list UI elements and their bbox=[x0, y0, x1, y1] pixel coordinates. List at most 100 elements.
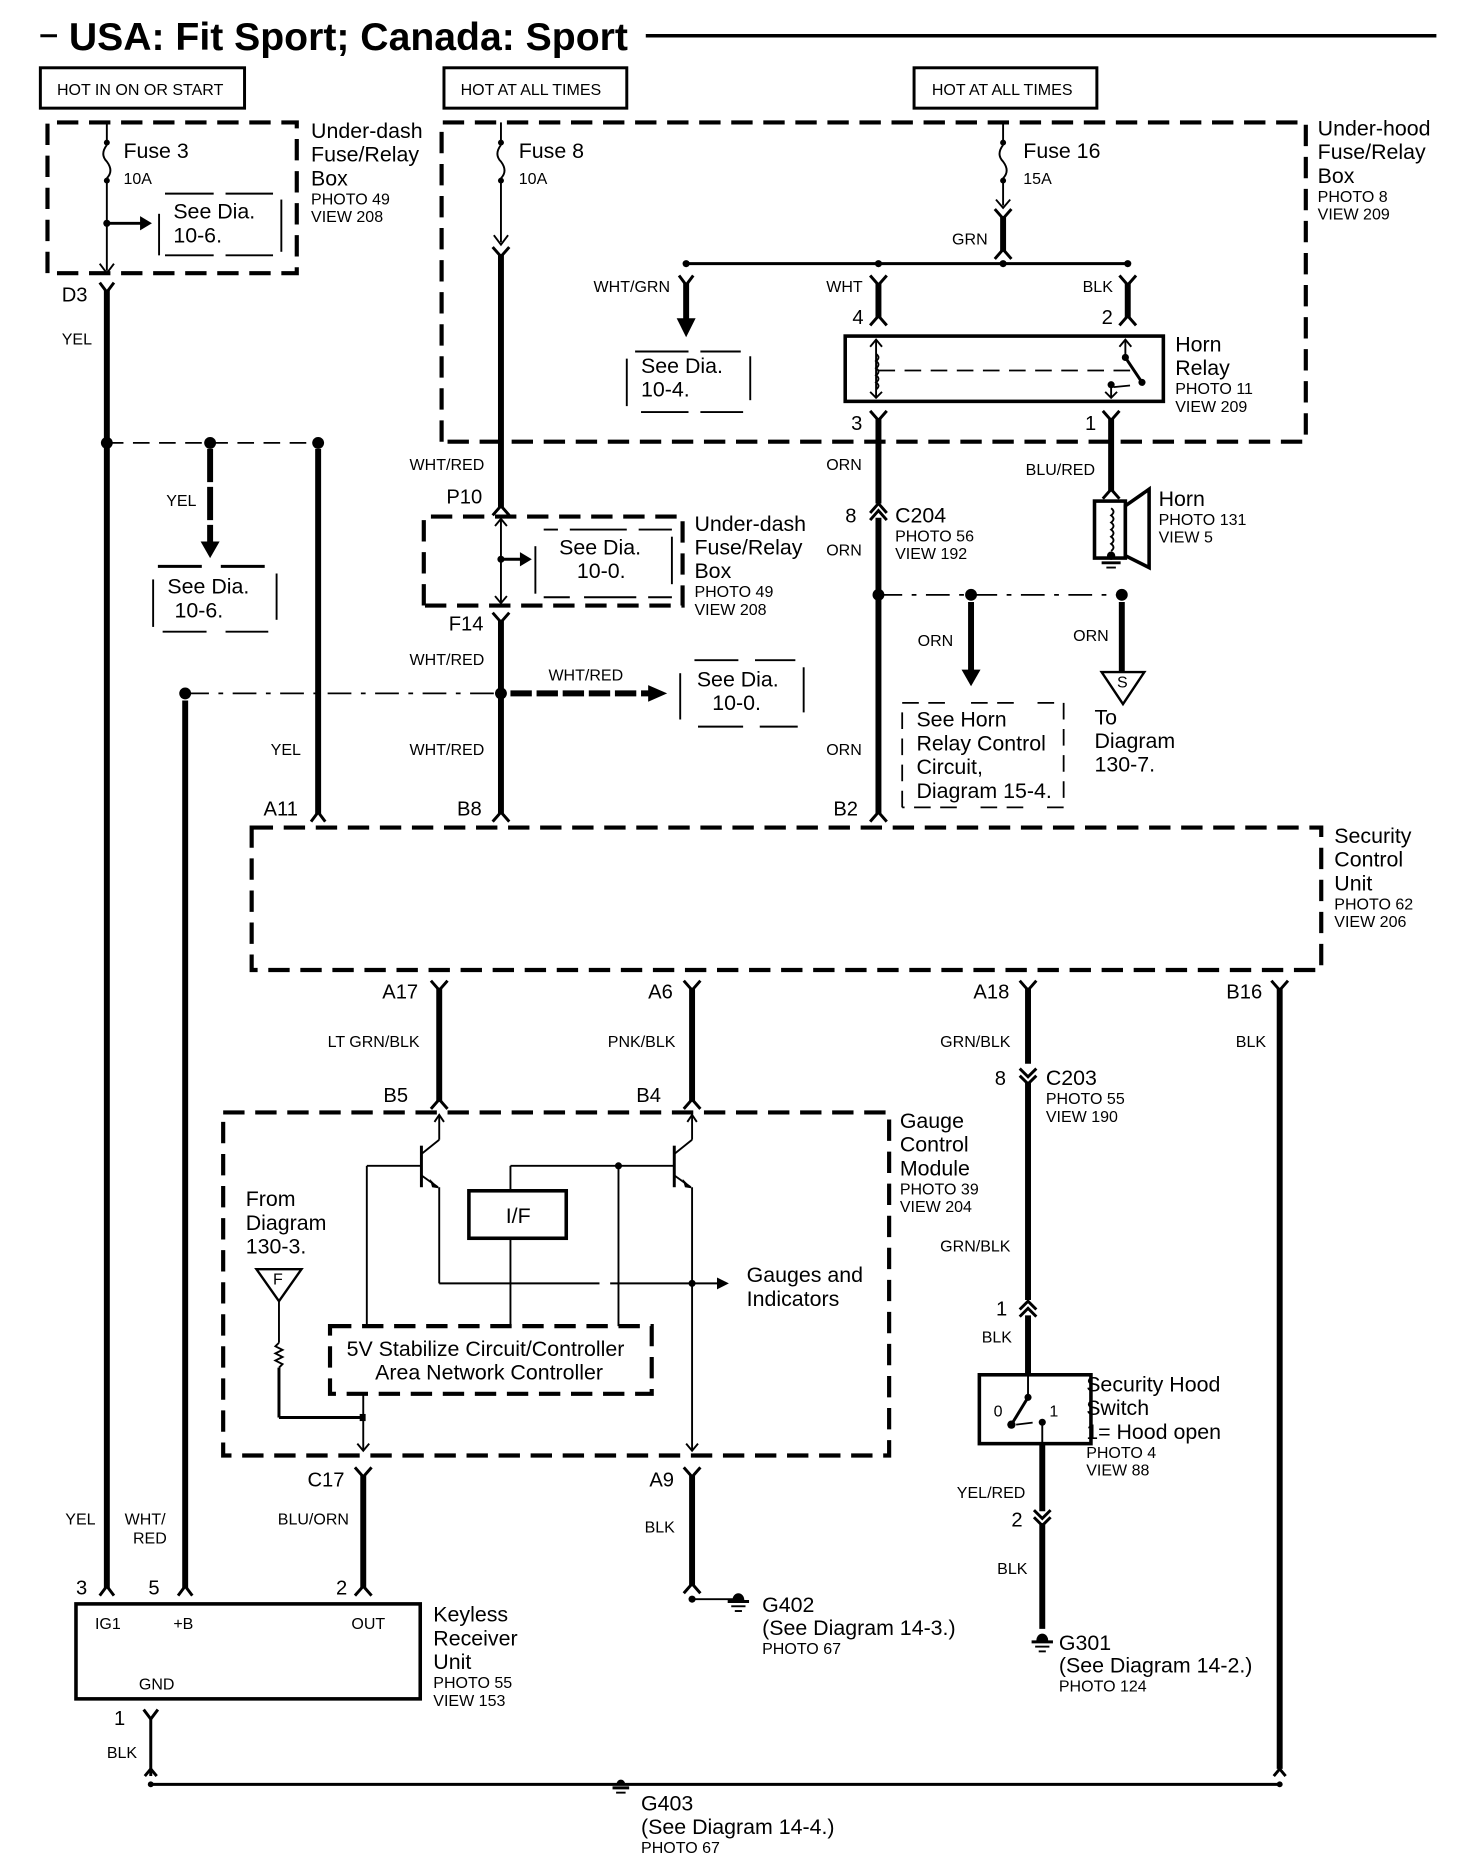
svg-text:B8: B8 bbox=[457, 799, 482, 821]
wire-pnk-blk: A6 PNK/BLK B4 bbox=[608, 979, 702, 1110]
svg-text:C203: C203 bbox=[1046, 1066, 1097, 1090]
svg-text:Diagram 15-4.: Diagram 15-4. bbox=[916, 779, 1051, 803]
svg-text:1: 1 bbox=[1085, 413, 1096, 435]
svg-text:VIEW 209: VIEW 209 bbox=[1318, 206, 1390, 224]
svg-text:GRN/BLK: GRN/BLK bbox=[940, 1033, 1011, 1051]
svg-text:(See Diagram 14-3.): (See Diagram 14-3.) bbox=[762, 1616, 956, 1640]
fuse-3-rating: 10A bbox=[123, 170, 152, 188]
resistor bbox=[273, 1342, 285, 1369]
svg-text:VIEW 206: VIEW 206 bbox=[1334, 913, 1406, 931]
see-horn-relay-control-ref: See Horn Relay Control Circuit, Diagram … bbox=[901, 702, 1065, 809]
ground-icon bbox=[1036, 1633, 1049, 1641]
svg-text:PHOTO 55: PHOTO 55 bbox=[433, 1674, 512, 1692]
svg-text:WHT/RED: WHT/RED bbox=[548, 666, 623, 684]
svg-text:2: 2 bbox=[1011, 1510, 1022, 1532]
connector-c203: C203 PHOTO 55 VIEW 190 bbox=[1046, 1066, 1125, 1126]
svg-text:ORN: ORN bbox=[1073, 627, 1109, 645]
ground-icon bbox=[732, 1593, 745, 1601]
svg-text:Module: Module bbox=[900, 1156, 970, 1180]
svg-text:GRN: GRN bbox=[952, 231, 988, 249]
see-dia-10-6-ref-b: See Dia. 10-6. bbox=[152, 564, 278, 633]
svg-text:10-0.: 10-0. bbox=[712, 691, 761, 715]
svg-text:PHOTO 55: PHOTO 55 bbox=[1046, 1090, 1125, 1108]
svg-text:PHOTO 49: PHOTO 49 bbox=[311, 190, 390, 208]
svg-text:Area Network Controller: Area Network Controller bbox=[375, 1361, 603, 1385]
svg-text:Horn: Horn bbox=[1159, 487, 1205, 511]
svg-text:B5: B5 bbox=[383, 1085, 408, 1107]
svg-text:Relay: Relay bbox=[1175, 356, 1230, 380]
ground-icon bbox=[616, 1779, 626, 1786]
svg-text:Circuit,: Circuit, bbox=[916, 755, 982, 779]
splice-link-yel: YEL See Dia. 10-6. YEL A11 bbox=[100, 436, 327, 823]
svg-text:Diagram: Diagram bbox=[246, 1211, 327, 1235]
svg-text:WHT: WHT bbox=[826, 278, 863, 296]
svg-text:BLK: BLK bbox=[997, 1560, 1028, 1578]
svg-text:Indicators: Indicators bbox=[747, 1287, 840, 1311]
svg-text:Under-hood: Under-hood bbox=[1318, 116, 1431, 140]
svg-text:HOT AT ALL TIMES: HOT AT ALL TIMES bbox=[932, 81, 1073, 99]
svg-text:10-4.: 10-4. bbox=[641, 378, 690, 402]
svg-text:(See Diagram 14-2.): (See Diagram 14-2.) bbox=[1059, 1654, 1252, 1678]
svg-text:BLU/RED: BLU/RED bbox=[1026, 461, 1095, 479]
fuse-16-rating: 15A bbox=[1023, 170, 1052, 188]
security-hood-switch: 0 1 Security Hood Switch 1= Hood open PH… bbox=[977, 1372, 1221, 1480]
svg-text:Unit: Unit bbox=[1334, 871, 1372, 895]
svg-text:3: 3 bbox=[851, 413, 862, 435]
underhood-fuse-box: Under-hood Fuse/Relay Box PHOTO 8 VIEW 2… bbox=[439, 116, 1431, 444]
see-dia-10-4-ref: See Dia. 10-4. bbox=[625, 350, 752, 414]
svg-text:VIEW 190: VIEW 190 bbox=[1046, 1108, 1118, 1126]
svg-text:BLK: BLK bbox=[1083, 278, 1114, 296]
svg-text:Relay Control: Relay Control bbox=[916, 731, 1045, 755]
svg-text:A11: A11 bbox=[264, 799, 298, 821]
svg-text:HOT AT ALL TIMES: HOT AT ALL TIMES bbox=[461, 81, 602, 99]
svg-text:10-0.: 10-0. bbox=[577, 559, 626, 583]
svg-text:See Horn: See Horn bbox=[916, 708, 1006, 732]
see-dia-10-6-ref-a: See Dia. 10-6. bbox=[158, 192, 283, 257]
interface-block: I/F bbox=[467, 1189, 569, 1241]
svg-text:PHOTO 56: PHOTO 56 bbox=[895, 527, 974, 545]
svg-text:BLK: BLK bbox=[645, 1519, 676, 1537]
svg-text:From: From bbox=[246, 1187, 296, 1211]
svg-text:2: 2 bbox=[1102, 307, 1113, 329]
svg-text:See Dia.: See Dia. bbox=[697, 667, 779, 691]
connector-c204: C204 PHOTO 56 VIEW 192 bbox=[895, 503, 974, 563]
wire-yel-red-g301: YEL/RED 2 BLK G301 (See Diagram 14-2.) P… bbox=[957, 1443, 1252, 1696]
svg-text:PHOTO 62: PHOTO 62 bbox=[1334, 895, 1413, 913]
svg-text:Box: Box bbox=[1318, 164, 1355, 188]
see-dia-10-0-ref-b: See Dia. 10-0. bbox=[679, 659, 805, 728]
svg-text:1: 1 bbox=[114, 1708, 125, 1730]
svg-text:PHOTO 39: PHOTO 39 bbox=[900, 1180, 979, 1198]
svg-text:HOT IN ON OR START: HOT IN ON OR START bbox=[57, 81, 224, 99]
svg-text:ORN: ORN bbox=[826, 542, 862, 560]
svg-text:WHT/RED: WHT/RED bbox=[410, 741, 485, 759]
svg-text:Unit: Unit bbox=[433, 1650, 471, 1674]
svg-text:ORN: ORN bbox=[918, 632, 954, 650]
svg-text:WHT/GRN: WHT/GRN bbox=[594, 278, 671, 296]
security-control-unit: Security Control Unit PHOTO 62 VIEW 206 bbox=[249, 824, 1413, 973]
svg-text:5: 5 bbox=[148, 1577, 159, 1599]
wire-wht-red-f14: F14 WHT/RED WHT/RED B8 WHT/RED See Dia. … bbox=[410, 611, 805, 823]
svg-text:10-6.: 10-6. bbox=[175, 598, 224, 622]
svg-text:(See Diagram 14-4.): (See Diagram 14-4.) bbox=[641, 1815, 835, 1839]
svg-text:YEL: YEL bbox=[62, 330, 92, 348]
svg-text:YEL: YEL bbox=[271, 741, 301, 759]
svg-text:10-6.: 10-6. bbox=[173, 223, 222, 247]
svg-text:Switch: Switch bbox=[1086, 1396, 1149, 1420]
svg-text:Security: Security bbox=[1334, 824, 1411, 848]
svg-text:4: 4 bbox=[852, 307, 863, 329]
svg-text:8: 8 bbox=[995, 1068, 1006, 1090]
svg-text:PHOTO 131: PHOTO 131 bbox=[1159, 511, 1247, 529]
svg-text:1: 1 bbox=[1049, 1402, 1058, 1420]
svg-text:To: To bbox=[1095, 705, 1118, 729]
svg-text:See Dia.: See Dia. bbox=[641, 354, 723, 378]
svg-text:G403: G403 bbox=[641, 1791, 693, 1815]
svg-text:OUT: OUT bbox=[351, 1615, 385, 1633]
svg-text:130-3.: 130-3. bbox=[246, 1235, 307, 1259]
svg-text:PNK/BLK: PNK/BLK bbox=[608, 1033, 676, 1051]
fuse-16-label: Fuse 16 bbox=[1023, 139, 1100, 163]
svg-text:1: 1 bbox=[996, 1298, 1007, 1320]
title-bar: USA: Fit Sport; Canada: Sport bbox=[40, 16, 1437, 59]
svg-text:BLK: BLK bbox=[982, 1329, 1013, 1347]
svg-text:B2: B2 bbox=[833, 799, 858, 821]
